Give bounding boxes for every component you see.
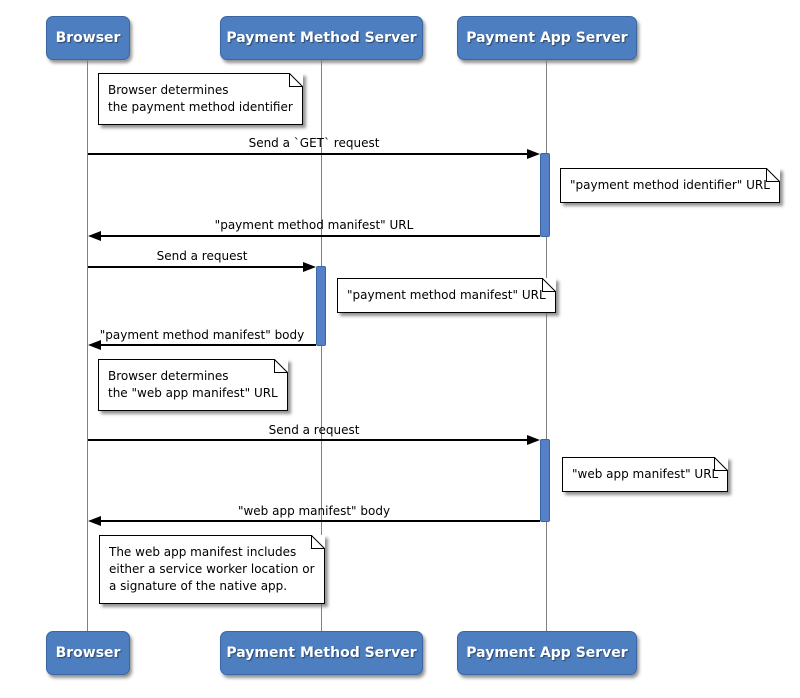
actor-payment-method-server-label: Payment Method Server (226, 30, 417, 46)
arrowhead-right-icon (527, 149, 540, 159)
message-line (101, 235, 540, 237)
message-line (88, 153, 527, 155)
message-line (88, 439, 527, 441)
message-label: "web app manifest" body (237, 504, 391, 518)
note-web-app-manifest-contents: The web app manifest includes either a s… (99, 535, 325, 604)
actor-payment-app-server-label: Payment App Server (466, 30, 628, 46)
message-line (101, 344, 316, 346)
arrowhead-left-icon (88, 231, 101, 241)
actor-payment-app-server-top: Payment App Server (457, 16, 637, 60)
note-fold-icon (310, 535, 325, 549)
arrowhead-right-icon (527, 435, 540, 445)
actor-browser-label: Browser (55, 30, 121, 46)
note-line: "web app manifest" URL (572, 467, 719, 481)
activation-payment-app-server-1 (540, 153, 550, 237)
message-line (101, 520, 540, 522)
note-line: Browser determines (108, 369, 229, 383)
note-fold-icon (765, 168, 780, 182)
actor-payment-method-server-label: Payment Method Server (226, 645, 417, 661)
lifeline-payment-app-server (546, 60, 547, 631)
message-label: Send a request (156, 249, 248, 263)
arrowhead-left-icon (88, 516, 101, 526)
lifeline-browser (87, 60, 88, 631)
activation-payment-method-server (316, 266, 326, 346)
note-line: Browser determines (108, 83, 229, 97)
note-fold-icon (288, 73, 303, 87)
note-fold-icon (541, 278, 556, 292)
note-web-app-manifest-url: "web app manifest" URL (562, 457, 729, 492)
note-line: the payment method identifier (108, 100, 293, 114)
actor-payment-app-server-label: Payment App Server (466, 645, 628, 661)
arrowhead-left-icon (88, 340, 101, 350)
note-line: the "web app manifest" URL (108, 386, 278, 400)
note-line: either a service worker location or (109, 562, 315, 576)
actor-browser-label: Browser (55, 645, 121, 661)
message-label: Send a request (268, 423, 360, 437)
note-line: "payment method identifier" URL (570, 178, 770, 192)
note-payment-method-manifest-url: "payment method manifest" URL (337, 278, 556, 313)
note-line: The web app manifest includes (109, 545, 297, 559)
arrowhead-right-icon (303, 262, 316, 272)
note-line: a signature of the native app. (109, 579, 288, 593)
activation-payment-app-server-2 (540, 439, 550, 522)
note-payment-method-identifier-url: "payment method identifier" URL (560, 168, 780, 203)
actor-browser-top: Browser (46, 16, 130, 60)
note-fold-icon (273, 359, 288, 373)
note-browser-determines-identifier: Browser determines the payment method id… (98, 73, 303, 125)
actor-payment-app-server-bottom: Payment App Server (457, 631, 637, 675)
message-line (88, 266, 303, 268)
note-browser-determines-web-app-manifest-url: Browser determines the "web app manifest… (98, 359, 288, 411)
note-line: "payment method manifest" URL (347, 288, 546, 302)
actor-payment-method-server-bottom: Payment Method Server (220, 631, 423, 675)
message-label: "payment method manifest" body (99, 328, 305, 342)
note-fold-icon (714, 457, 729, 471)
message-label: Send a `GET` request (248, 136, 380, 150)
message-label: "payment method manifest" URL (214, 218, 414, 232)
actor-browser-bottom: Browser (46, 631, 130, 675)
actor-payment-method-server-top: Payment Method Server (220, 16, 423, 60)
